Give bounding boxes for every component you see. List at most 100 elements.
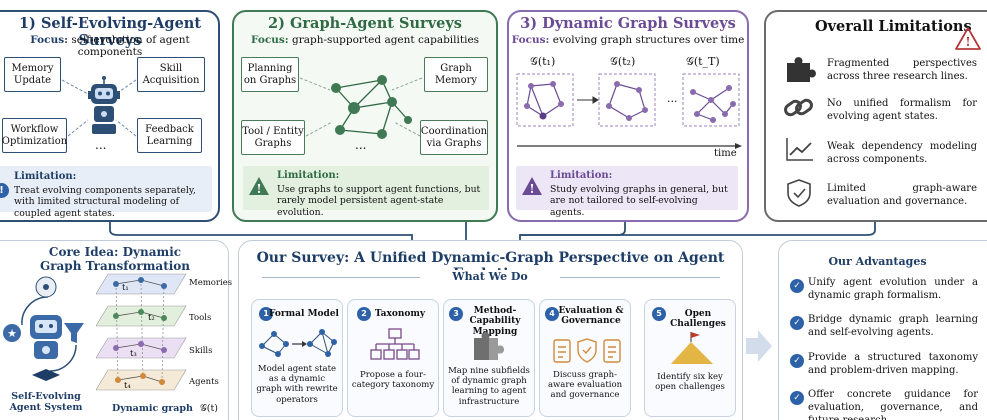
- taxonomy-tree-icon: [370, 328, 420, 360]
- robot-hub-diagram: [61, 76, 137, 137]
- advantage-item-1: Unify agent evolution under a dynamic gr…: [808, 277, 978, 301]
- check-icon: ✓: [790, 316, 804, 330]
- mountain-flag-icon: [671, 332, 713, 364]
- panel3-focus-text: evolving graph structures over time: [552, 34, 745, 46]
- layer-label-tools: Tools: [189, 313, 212, 323]
- card-number: 1: [259, 307, 273, 321]
- check-icon: ✓: [790, 354, 804, 368]
- arrow-right-icon: [746, 330, 772, 362]
- warning-icon: !: [0, 183, 9, 198]
- panel3-limitation-label: Limitation:: [550, 170, 613, 181]
- advantage-item-4: Offer concrete guidance for evaluation, …: [808, 389, 978, 420]
- graph-rewrite-icon: [259, 329, 337, 357]
- robot-icon: [88, 76, 120, 134]
- card-title: Formal Model: [269, 309, 339, 319]
- box-memory-update: Memory Update: [4, 57, 61, 92]
- advantage-item-3: Provide a structured taxonomy and proble…: [808, 352, 978, 376]
- shield-icon: [787, 179, 811, 207]
- panel2-focus-label: Focus:: [250, 34, 289, 46]
- warning-icon: !: [522, 177, 542, 196]
- warning-icon: !: [249, 177, 269, 196]
- graph-label-t1: 𝒢(t₁): [530, 55, 556, 68]
- self-evolving-agent-label: Self-Evolving Agent System: [9, 391, 83, 413]
- dynamic-graph-layers: [96, 273, 187, 391]
- panel1-title: 1) Self-Evolving-Agent Surveys: [18, 15, 202, 49]
- limitation-item-1: Fragmented perspectives across three res…: [827, 58, 977, 82]
- panel3-limitation-box: Limitation: Study evolving graphs in gen…: [516, 166, 738, 218]
- card-number: 4: [545, 307, 559, 321]
- dynamic-graph-snapshots: [516, 73, 742, 149]
- graph-label-tT: 𝒢(t_T): [686, 55, 720, 68]
- time-mark-t2: t₂: [148, 313, 155, 323]
- puzzle-icon: [474, 332, 504, 360]
- panel1-limitation-label: Limitation:: [14, 171, 77, 182]
- panel2-limitation-text: Use graphs to support agent functions, b…: [277, 183, 481, 218]
- panel1-limitation-text: Treat evolving components separately, wi…: [14, 184, 196, 219]
- time-mark-t3: t₃: [130, 349, 137, 359]
- dynamic-graph-symbol: 𝒢(t): [199, 403, 218, 414]
- box-graph-memory: Graph Memory: [424, 57, 488, 92]
- card-title: Taxonomy: [374, 309, 426, 319]
- panel2-focus-text: graph-supported agent capabilities: [291, 34, 480, 46]
- panel1-focus: Focus: self-evolution of agent component…: [0, 34, 220, 58]
- card-number: 3: [449, 307, 463, 321]
- panel3-limitation-text: Study evolving graphs in general, but ar…: [550, 183, 728, 218]
- panel1-ellipsis: ...: [95, 138, 107, 152]
- badge-icon: ★: [3, 324, 21, 342]
- box-skill-acquisition: Skill Acquisition: [137, 57, 205, 92]
- robot-icon: [30, 315, 62, 359]
- link-icon: [784, 98, 813, 117]
- puzzle-icon: [787, 57, 816, 82]
- limitation-item-2: No unified formalism for evolving agent …: [827, 98, 977, 122]
- thought-head-icon: [35, 276, 57, 298]
- card-text: Model agent state as a dynamic graph wit…: [256, 364, 338, 405]
- time-mark-t4: t₄: [124, 381, 131, 391]
- self-evolving-agent-diagram: ★: [3, 276, 84, 381]
- card-evaluation-governance: 4 Evaluation & Governance Discuss graph-…: [539, 299, 631, 417]
- card-title: Method-Capability Mapping: [469, 306, 521, 337]
- svg-text:!: !: [256, 182, 261, 196]
- card-formal-model: 1 Formal Model Model agent state as a dy…: [251, 299, 343, 417]
- box-tool-entity-graphs: Tool / Entity Graphs: [241, 120, 305, 155]
- panel-our-advantages: [778, 240, 987, 420]
- card-text: Propose a four-category taxonomy: [351, 370, 435, 391]
- layer-label-agents: Agents: [189, 377, 219, 387]
- card-text: Identify six key open challenges: [655, 372, 725, 393]
- dynamic-graph-label-text: Dynamic graph: [112, 403, 193, 414]
- limitation-item-3: Weak dependency modeling across componen…: [827, 141, 977, 165]
- limitation-item-4: Limited graph-aware evaluation and gover…: [827, 183, 977, 207]
- time-axis-label: time: [714, 148, 737, 159]
- card-method-capability-mapping: 3 Method-Capability Mapping Map nine sub…: [443, 299, 535, 417]
- box-workflow-optimization: Workflow Optimization: [2, 118, 67, 153]
- trend-icon: [786, 138, 813, 161]
- panel1-focus-text: self-evolution of agent components: [71, 34, 190, 58]
- svg-text:!: !: [529, 182, 534, 196]
- central-graph-diagram: [299, 75, 423, 139]
- evaluation-icons: [553, 338, 621, 363]
- layer-label-memories: Memories: [189, 278, 233, 288]
- graduation-cap-icon: [32, 369, 60, 381]
- filter-icon: [64, 323, 84, 343]
- panel1-focus-label: Focus:: [30, 34, 68, 46]
- card-title: Open Challenges: [670, 309, 726, 330]
- box-planning-on-graphs: Planning on Graphs: [241, 57, 299, 92]
- panel1-limitation-box: Limitation: Treat evolving components se…: [0, 166, 212, 219]
- panel3-focus-label: Focus:: [511, 34, 550, 46]
- panel3-ellipsis: ...: [667, 92, 678, 105]
- card-number: 5: [652, 307, 666, 321]
- svg-text:!: !: [965, 35, 970, 49]
- warning-triangle-icon: !: [955, 27, 981, 50]
- panel2-focus: Focus: graph-supported agent capabilitie…: [232, 34, 498, 46]
- panel3-title: 3) Dynamic Graph Surveys: [520, 15, 736, 32]
- box-feedback-learning: Feedback Learning: [137, 118, 202, 153]
- card-taxonomy: 2 Taxonomy Propose a four-category taxon…: [347, 299, 439, 417]
- overall-limitations-title: Overall Limitations: [815, 18, 972, 35]
- svg-text:★: ★: [7, 327, 17, 340]
- panel3-focus: Focus: evolving graph structures over ti…: [507, 34, 749, 46]
- dynamic-graph-label: Dynamic graph 𝒢(t): [112, 403, 218, 414]
- panel2-limitation-label: Limitation:: [277, 170, 340, 181]
- card-title: Evaluation & Governance: [558, 306, 624, 327]
- time-mark-t1: t₁: [122, 283, 129, 293]
- core-idea-title: Core Idea: Dynamic Graph Transformation: [39, 245, 191, 274]
- advantage-item-2: Bridge dynamic graph learning and self-e…: [808, 314, 978, 338]
